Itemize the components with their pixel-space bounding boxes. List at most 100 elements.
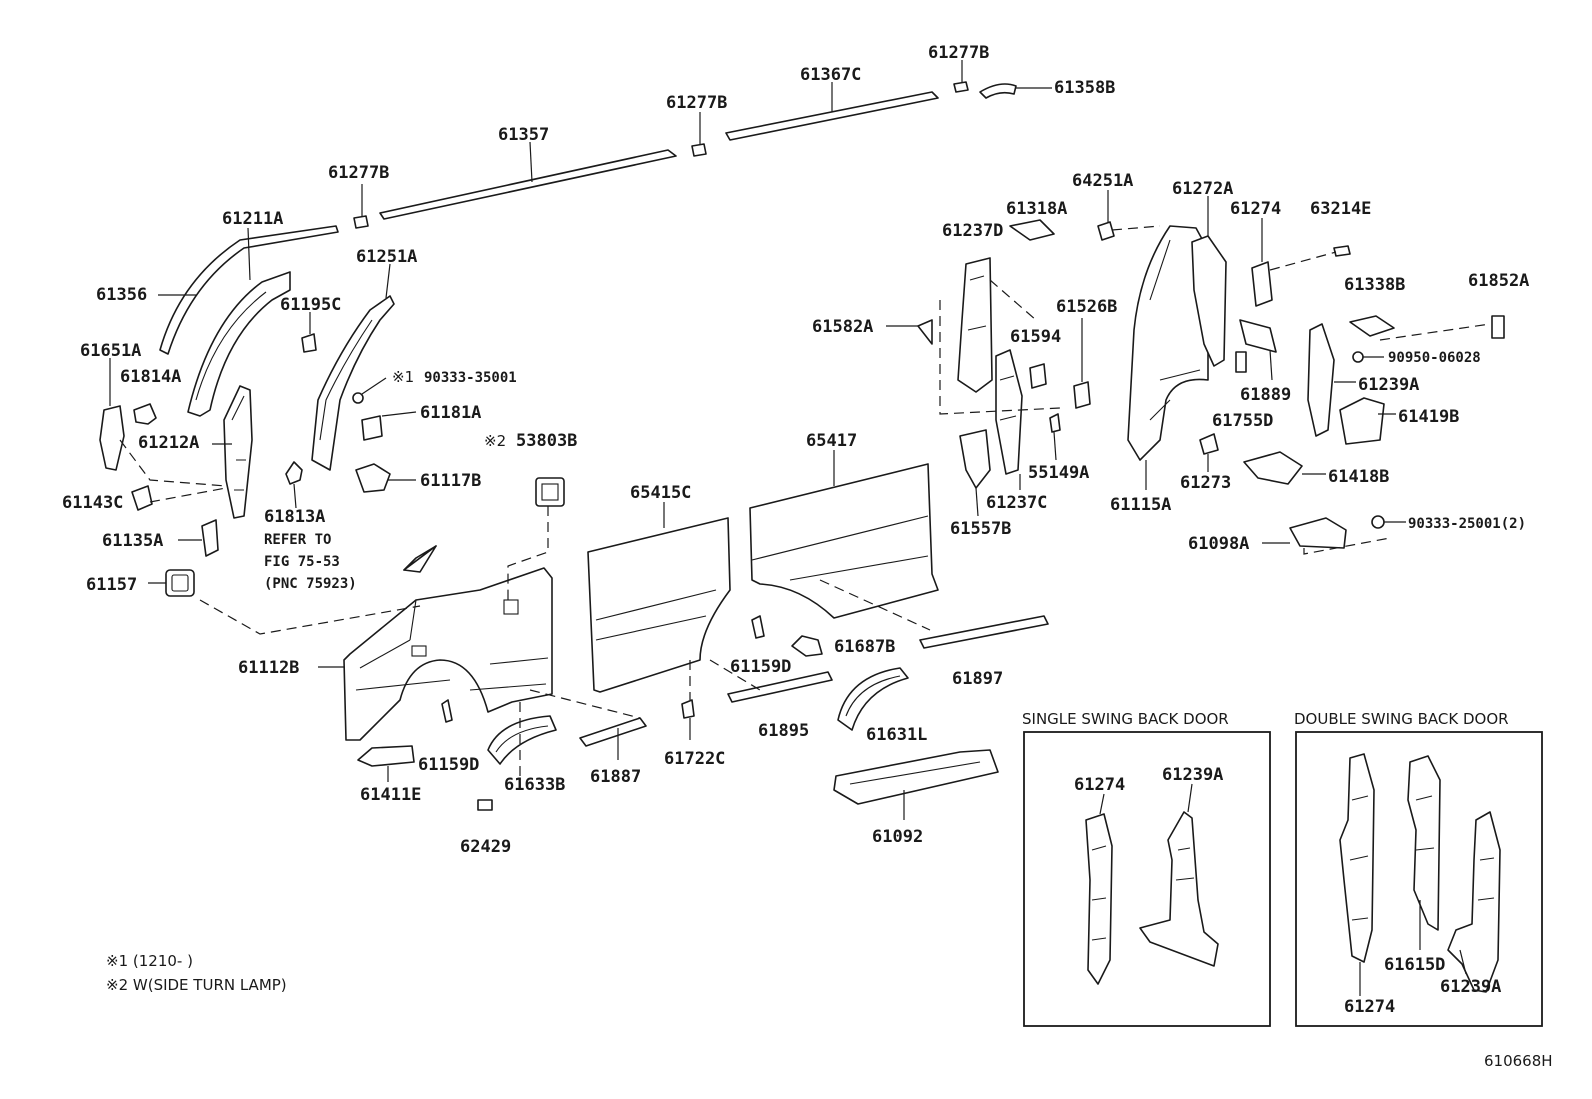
part-labels: 61277B 61358B 61367C 61277B 61357 61277B… xyxy=(62,43,1529,857)
label-61813a: 61813A xyxy=(264,507,325,527)
bracket-61274-top xyxy=(1251,218,1273,307)
figure-id: 610668H xyxy=(1484,1052,1553,1070)
plug-61159d-low xyxy=(441,699,453,723)
label-61251a: 61251A xyxy=(356,247,417,267)
bracket-61135a xyxy=(178,519,219,557)
refer-line2: FIG 75-53 xyxy=(264,554,340,570)
label-61143c: 61143C xyxy=(62,493,123,513)
bracket-61117b xyxy=(355,463,416,493)
label-90950-06028: 90950-06028 xyxy=(1388,350,1481,366)
extension-61411e xyxy=(357,745,415,782)
label-61272a: 61272A xyxy=(1172,179,1233,199)
lamp-53803b xyxy=(535,477,565,507)
label-90333-25001: 90333-25001(2) xyxy=(1408,516,1526,532)
footnotes: ※1 (1210- ) ※2 W(SIDE TURN LAMP) xyxy=(106,952,287,994)
clip-61722c xyxy=(681,699,695,740)
note1-mark-a: ※1 xyxy=(392,368,414,386)
single-swing-box: SINGLE SWING BACK DOOR 61274 61239A xyxy=(1022,710,1271,1027)
assembly-lines xyxy=(119,225,1491,790)
label-61557b: 61557B xyxy=(950,519,1011,539)
label-61895: 61895 xyxy=(758,721,809,741)
end-cap-61358b xyxy=(979,83,1052,99)
label-61135a: 61135A xyxy=(102,531,163,551)
bolt-90333-35001 xyxy=(352,377,387,404)
sill-61897 xyxy=(919,615,1049,649)
label-62429: 62429 xyxy=(460,837,511,857)
label-61887: 61887 xyxy=(590,767,641,787)
double-label-61615d: 61615D xyxy=(1384,955,1445,975)
label-61277b-mid: 61277B xyxy=(666,93,727,113)
double-swing-box: DOUBLE SWING BACK DOOR 61274 61615D 6123… xyxy=(1294,710,1543,1027)
label-61418b: 61418B xyxy=(1328,467,1389,487)
bracket-61419b xyxy=(1339,397,1396,445)
wheelhouse-61633b xyxy=(487,715,557,765)
footnote-1: ※1 (1210- ) xyxy=(106,952,193,970)
label-61631l: 61631L xyxy=(866,725,927,745)
pillar-61272a xyxy=(1191,196,1227,367)
label-61318a: 61318A xyxy=(1006,199,1067,219)
clip-61277b-left xyxy=(353,184,369,229)
label-61367c: 61367C xyxy=(800,65,861,85)
label-61897: 61897 xyxy=(952,669,1003,689)
label-61112b: 61112B xyxy=(238,658,299,678)
single-pillar-61274 xyxy=(1085,793,1113,985)
clip-63214e xyxy=(1333,245,1351,257)
rocker-61092 xyxy=(833,749,999,820)
bracket-61098a xyxy=(1262,517,1347,549)
gusset-61814a xyxy=(133,403,157,425)
double-swing-title: DOUBLE SWING BACK DOOR xyxy=(1294,710,1509,728)
pillar-61211a xyxy=(187,227,291,417)
refer-line1: REFER TO xyxy=(264,532,331,548)
label-61419b: 61419B xyxy=(1398,407,1459,427)
double-label-61274: 61274 xyxy=(1344,997,1395,1017)
nut-90333-25001 xyxy=(1371,515,1406,529)
hinge-61852a xyxy=(1491,315,1505,339)
label-61526b: 61526B xyxy=(1056,297,1117,317)
fuel-lid-61157 xyxy=(148,569,195,597)
label-90333-35001: 90333-35001 xyxy=(424,370,517,386)
footnote-2: ※2 W(SIDE TURN LAMP) xyxy=(106,976,287,994)
bracket-61181a xyxy=(361,411,417,441)
label-61181a: 61181A xyxy=(420,403,481,423)
plug-62429 xyxy=(477,799,493,811)
double-pillar-61274 xyxy=(1339,753,1375,996)
label-61651a: 61651A xyxy=(80,341,141,361)
label-61358b: 61358B xyxy=(1054,78,1115,98)
label-61092: 61092 xyxy=(872,827,923,847)
label-61338b: 61338B xyxy=(1344,275,1405,295)
pillar-61251a xyxy=(311,263,395,471)
label-61159d-mid: 61159D xyxy=(730,657,791,677)
clip-61277b-mid xyxy=(691,112,707,157)
label-61098a: 61098A xyxy=(1188,534,1249,554)
bracket-61889 xyxy=(1239,319,1277,381)
label-61159d-low: 61159D xyxy=(418,755,479,775)
bracket-61651a xyxy=(99,358,125,471)
bracket-61813a xyxy=(285,461,303,509)
outer-panel-65415c xyxy=(587,502,731,693)
label-61239a-top: 61239A xyxy=(1358,375,1419,395)
label-61633b: 61633B xyxy=(504,775,565,795)
drip-molding-61356 xyxy=(158,225,339,355)
bracket-61143c xyxy=(131,485,153,511)
label-61211a: 61211A xyxy=(222,209,283,229)
double-pillar-61239a xyxy=(1447,811,1501,993)
bracket-64251a xyxy=(1097,190,1115,241)
label-61852a: 61852A xyxy=(1468,271,1529,291)
quarter-panel-61112b xyxy=(318,567,553,741)
label-61237d: 61237D xyxy=(942,221,1003,241)
label-61889: 61889 xyxy=(1240,385,1291,405)
double-label-61239a: 61239A xyxy=(1440,977,1501,997)
label-61157: 61157 xyxy=(86,575,137,595)
label-61117b: 61117B xyxy=(420,471,481,491)
label-61594: 61594 xyxy=(1010,327,1061,347)
label-65415c: 65415C xyxy=(630,483,691,503)
single-label-61239a: 61239A xyxy=(1162,765,1223,785)
single-label-61274: 61274 xyxy=(1074,775,1125,795)
label-55149a: 55149A xyxy=(1028,463,1089,483)
refer-arrow-icon xyxy=(403,545,437,573)
label-65417: 65417 xyxy=(806,431,857,451)
bracket-61755d xyxy=(1235,351,1247,373)
sill-61895 xyxy=(727,671,833,703)
single-pillar-61239a xyxy=(1139,783,1219,967)
